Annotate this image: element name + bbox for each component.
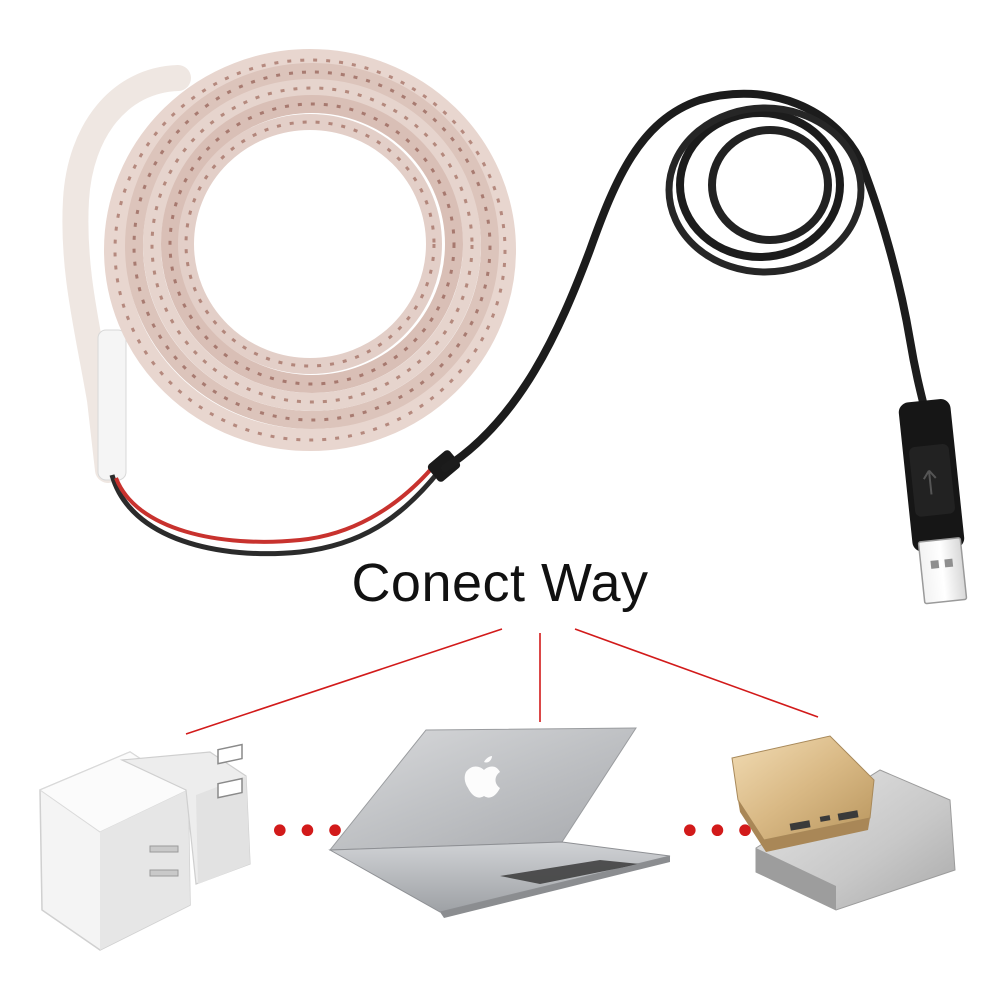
power-bank-icon bbox=[731, 735, 956, 911]
connection-wire bbox=[109, 450, 461, 557]
page-title: Conect Way bbox=[351, 553, 649, 613]
connector-dots-right: ••• bbox=[678, 809, 761, 855]
connector-dots-left: ••• bbox=[268, 809, 351, 855]
led-strip-coil bbox=[62, 49, 516, 483]
laptop-icon bbox=[328, 727, 671, 918]
usb-a-plug-icon bbox=[898, 399, 968, 605]
usb-cable bbox=[441, 89, 929, 472]
wall-adapter-icon bbox=[38, 743, 251, 951]
connection-lines bbox=[185, 628, 819, 735]
